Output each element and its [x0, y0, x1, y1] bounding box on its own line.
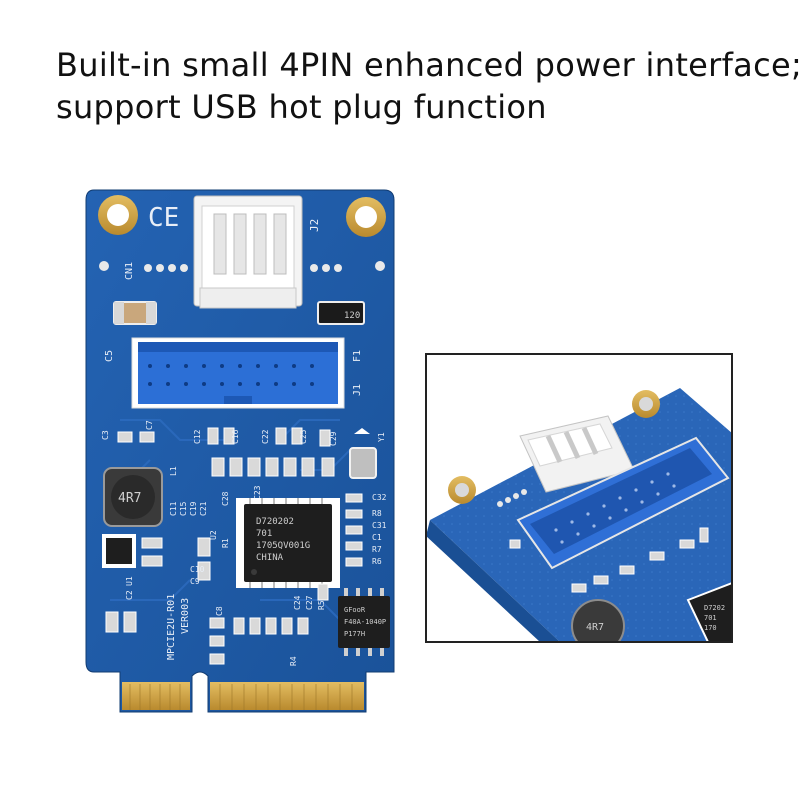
headline: Built-in small 4PIN enhanced power inter…	[56, 44, 800, 128]
label-u1: U1	[125, 576, 134, 586]
label-c9: C9	[190, 577, 200, 586]
label-y1: Y1	[377, 432, 386, 442]
label-c16: C16	[231, 429, 240, 444]
inset-power-connector	[519, 415, 635, 493]
j2-label: J2	[308, 219, 321, 232]
gold-edge-connector	[122, 682, 364, 710]
headline-line-1: Built-in small 4PIN enhanced power inter…	[56, 46, 800, 84]
label-c11: C11	[169, 501, 178, 516]
label-c15: C15	[179, 501, 188, 516]
svg-text:F40A-1040P: F40A-1040P	[344, 618, 386, 626]
label-r8: R8	[372, 509, 382, 518]
svg-text:D720202: D720202	[256, 517, 294, 527]
label-r5: R5	[317, 600, 326, 610]
smd-cluster-mid	[211, 457, 363, 567]
svg-text:701: 701	[256, 529, 272, 539]
label-r4: R4	[289, 656, 298, 666]
label-c31: C31	[372, 521, 387, 530]
label-c27: C27	[305, 595, 314, 610]
svg-text:170: 170	[704, 624, 717, 632]
model-name: MPCIE2U-R01	[166, 594, 177, 660]
svg-text:P177H: P177H	[344, 630, 365, 638]
flash-chip: GFooR F40A-1040P P177H	[338, 588, 390, 656]
inset-inductor: 4R7	[571, 599, 625, 641]
label-c7: C7	[145, 420, 154, 430]
f1-label: F1	[352, 350, 363, 362]
label-c22: C22	[261, 429, 270, 444]
label-r6: R6	[372, 557, 382, 566]
mounting-hole-right	[346, 197, 386, 237]
label-c24: C24	[293, 595, 302, 610]
label-r1: R1	[221, 538, 230, 548]
svg-text:4R7: 4R7	[118, 491, 141, 506]
main-pcb-board: CE CN1 J2 120	[85, 189, 395, 713]
inset-usb3-header	[516, 436, 730, 570]
svg-text:120: 120	[344, 311, 360, 321]
svg-text:GFooR: GFooR	[344, 606, 366, 614]
usb-controller-chip: D720202 701 1705QV001G CHINA	[236, 498, 340, 588]
svg-text:701: 701	[704, 614, 717, 622]
svg-text:CHINA: CHINA	[256, 553, 284, 563]
label-c28: C28	[221, 491, 230, 506]
label-c23: C23	[253, 485, 262, 500]
resistor-120: 120	[317, 301, 365, 325]
label-c21: C21	[199, 501, 208, 516]
label-c2: C2	[125, 590, 134, 600]
capacitor-top-left	[113, 301, 157, 325]
inductor-4r7: 4R7	[103, 467, 163, 527]
label-c29: C29	[329, 431, 338, 446]
svg-text:4R7: 4R7	[586, 622, 604, 633]
ce-mark: CE	[148, 203, 179, 233]
smd-row-upper	[117, 427, 331, 447]
inset-controller-chip: D7202 701 170	[686, 582, 731, 641]
label-c8: C8	[215, 606, 224, 616]
label-c25: C25	[299, 429, 308, 444]
c5-label: C5	[104, 350, 115, 362]
label-c19: C19	[189, 501, 198, 516]
regulator-u1	[102, 534, 211, 581]
label-c3: C3	[101, 430, 110, 440]
headline-line-2: support USB hot plug function	[56, 88, 547, 126]
svg-text:D7202: D7202	[704, 604, 725, 612]
inset-mounting-hole-right	[632, 390, 660, 418]
inset-mounting-hole-left	[448, 476, 476, 504]
label-c32: C32	[372, 493, 387, 502]
power-connector-4pin	[193, 195, 303, 309]
cn1-label: CN1	[124, 262, 135, 280]
label-u2: U2	[209, 530, 218, 540]
j1-label: J1	[352, 384, 363, 396]
svg-text:1705QV001G: 1705QV001G	[256, 541, 310, 551]
label-c1: C1	[372, 533, 382, 542]
smd-cluster-bottom	[105, 583, 329, 665]
label-r7: R7	[372, 545, 382, 554]
crystal-y1	[349, 428, 377, 479]
label-c12: C12	[193, 429, 202, 444]
inset-photo: 4R7 D7202 701 170	[425, 353, 733, 643]
mounting-hole-left	[98, 195, 138, 235]
solder-pads-left	[99, 261, 188, 272]
usb3-header-j1	[131, 337, 345, 409]
model-version: VER003	[180, 598, 191, 634]
label-l1: L1	[169, 466, 178, 476]
solder-pads-right	[310, 261, 385, 272]
label-c10: C10	[190, 565, 205, 574]
